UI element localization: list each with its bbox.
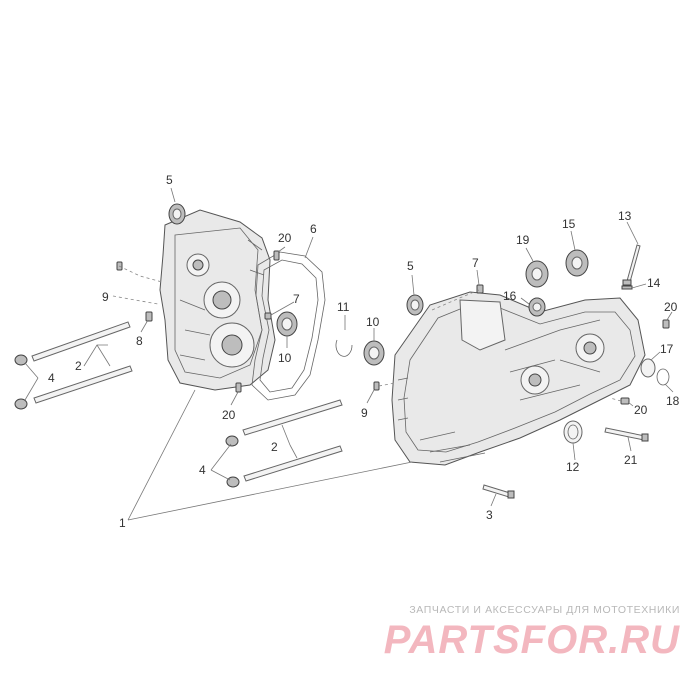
callout-1: 1 xyxy=(119,516,126,530)
callout-14: 14 xyxy=(647,276,661,290)
callout-10-left: 10 xyxy=(278,351,292,365)
callout-15: 15 xyxy=(562,217,576,231)
callout-20-left-bottom: 20 xyxy=(222,408,236,422)
callout-20-right-bottom: 20 xyxy=(634,403,648,417)
callout-8: 8 xyxy=(136,334,143,348)
oring-18 xyxy=(656,368,670,386)
callout-5-right: 5 xyxy=(407,259,414,273)
callout-7-right: 7 xyxy=(472,256,479,270)
callout-2-center: 2 xyxy=(271,440,278,454)
callout-16: 16 xyxy=(503,289,517,303)
nuts-center xyxy=(225,435,240,488)
callout-2-left: 2 xyxy=(75,359,82,373)
seal-16 xyxy=(528,297,546,317)
callout-6: 6 xyxy=(310,222,317,236)
gasket xyxy=(251,251,326,401)
callout-7-left: 7 xyxy=(293,292,300,306)
seal-17 xyxy=(640,358,656,378)
callout-12: 12 xyxy=(566,460,580,474)
callout-3: 3 xyxy=(486,508,493,522)
callout-9-right: 9 xyxy=(361,406,368,420)
callout-18: 18 xyxy=(666,394,680,408)
studs-center xyxy=(242,399,343,482)
watermark-footer: ЗАПЧАСТИ И АКСЕССУАРЫ ДЛЯ МОТОТЕХНИКИ PA… xyxy=(360,604,680,662)
callout-9-left: 9 xyxy=(102,290,109,304)
callout-10-right: 10 xyxy=(366,315,380,329)
bearing-left xyxy=(276,311,298,337)
dowel-pin-7a xyxy=(264,312,272,320)
seal-right-5 xyxy=(406,294,424,316)
bolt-21 xyxy=(604,427,649,442)
callout-4-left: 4 xyxy=(48,371,55,385)
bolt-3 xyxy=(482,484,515,499)
callout-20-left-top: 20 xyxy=(278,231,292,245)
dowel-pin-7b xyxy=(476,284,484,294)
callout-4-center: 4 xyxy=(199,463,206,477)
callout-20-right-top: 20 xyxy=(664,300,678,314)
seal-12 xyxy=(563,420,583,444)
dowel-pin-20a xyxy=(273,250,280,261)
callout-5-left: 5 xyxy=(166,173,173,187)
callout-21: 21 xyxy=(624,453,638,467)
studs-left xyxy=(31,321,133,404)
callout-labels: 1 2 2 3 4 4 5 5 6 7 7 8 9 9 10 10 11 12 … xyxy=(48,173,680,530)
leader-lines xyxy=(24,187,674,521)
callout-17: 17 xyxy=(660,342,674,356)
bearing-15 xyxy=(565,249,589,277)
watermark-tagline: ЗАПЧАСТИ И АКСЕССУАРЫ ДЛЯ МОТОТЕХНИКИ xyxy=(409,604,680,616)
right-crankcase-half xyxy=(391,291,646,466)
dowel-pin-20c xyxy=(662,319,670,329)
bearing-right-10 xyxy=(363,340,385,366)
pin-20d xyxy=(620,397,630,405)
pin-9b xyxy=(373,381,380,391)
pin-14 xyxy=(621,285,633,290)
left-crankcase-half xyxy=(159,209,276,391)
circlip-11 xyxy=(335,339,353,357)
nuts-left xyxy=(14,354,28,410)
bolt-8 xyxy=(145,311,153,322)
dipstick-13 xyxy=(622,244,641,286)
callout-19: 19 xyxy=(516,233,530,247)
callout-11: 11 xyxy=(337,300,350,314)
dowel-pin-20b xyxy=(235,382,242,393)
bearing-19 xyxy=(525,260,549,288)
callout-13: 13 xyxy=(618,209,632,223)
watermark-logo: PARTSFOR.RU xyxy=(383,618,680,662)
